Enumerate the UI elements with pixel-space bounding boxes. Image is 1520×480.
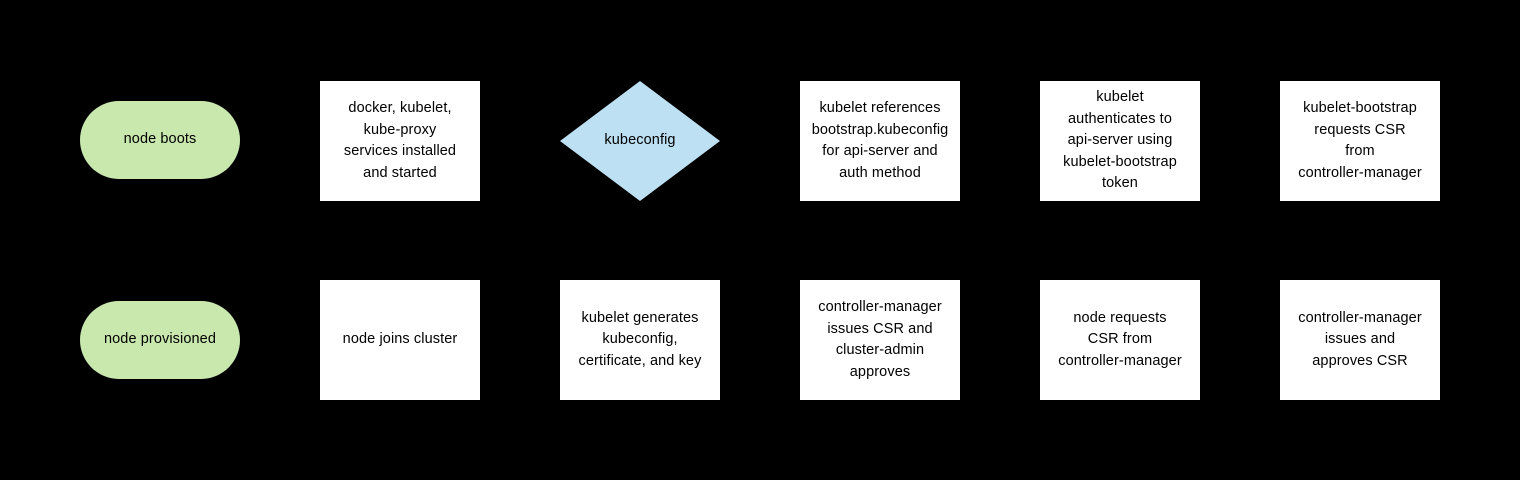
flow-node-kubelet-authenticates[interactable]: kubelet authenticates to api-server usin… (1040, 81, 1200, 201)
flow-node-label: kubelet references bootstrap.kubeconfig … (811, 100, 949, 181)
flow-node-label: kubelet authenticates to api-server usin… (1063, 89, 1177, 192)
flow-node-kubelet-references-bootstrap[interactable]: kubelet references bootstrap.kubeconfig … (800, 81, 960, 201)
flow-node-kubelet-generates-kubeconfig[interactable]: kubelet generates kubeconfig, certificat… (560, 280, 720, 400)
flow-node-node-requests-csr[interactable]: node requests CSR from controller-manage… (1040, 280, 1200, 400)
flow-node-label: controller-manager issues CSR and cluste… (818, 299, 942, 380)
flow-node-label: kubelet-bootstrap requests CSR from cont… (1298, 100, 1422, 181)
flow-node-node-joins-cluster[interactable]: node joins cluster (320, 280, 480, 400)
flow-node-node-provisioned[interactable]: node provisioned (80, 301, 240, 379)
flow-node-label: kubelet generates kubeconfig, certificat… (578, 309, 702, 369)
flow-node-label: docker, kubelet, kube-proxy services ins… (343, 100, 457, 181)
flow-node-kubeconfig-decision[interactable]: kubeconfig (560, 81, 720, 201)
flow-node-label: node provisioned (103, 331, 217, 348)
flow-node-label: node joins cluster (342, 331, 458, 348)
flow-node-services-installed[interactable]: docker, kubelet, kube-proxy services ins… (320, 81, 480, 201)
flow-node-label: node boots (123, 131, 197, 148)
flow-node-label: node requests CSR from controller-manage… (1058, 309, 1182, 369)
flow-node-label: controller-manager issues and approves C… (1298, 309, 1422, 369)
flow-node-controller-manager-approves-csr[interactable]: controller-manager issues and approves C… (1280, 280, 1440, 400)
flow-node-label: kubeconfig (604, 132, 676, 149)
flow-node-controller-manager-issues-csr[interactable]: controller-manager issues CSR and cluste… (800, 280, 960, 400)
flow-node-node-boots[interactable]: node boots (80, 101, 240, 179)
flow-node-kubelet-bootstrap-requests-csr[interactable]: kubelet-bootstrap requests CSR from cont… (1280, 81, 1440, 201)
